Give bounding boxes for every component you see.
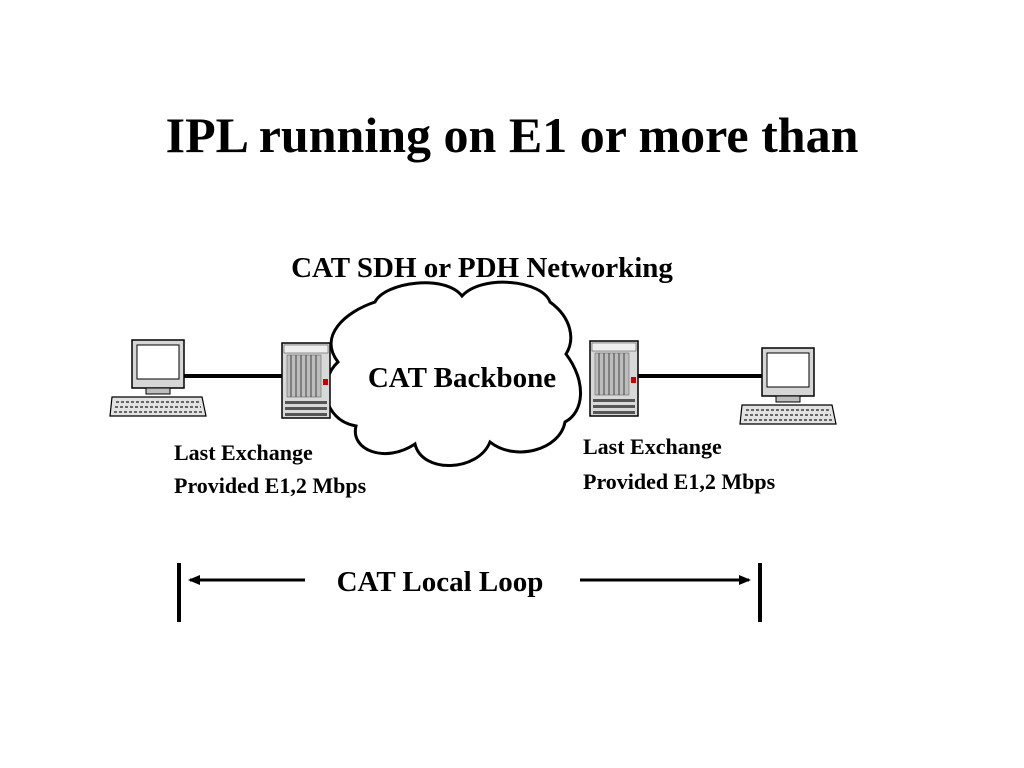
network-label: CAT SDH or PDH Networking — [291, 252, 673, 284]
cloud-label: CAT Backbone — [368, 362, 556, 394]
exchange-server-icon — [589, 340, 639, 417]
exchange-server-icon — [281, 342, 331, 419]
desktop-computer-icon — [109, 339, 207, 417]
right-exchange-label-line1: Last Exchange — [583, 434, 722, 459]
slide-title: IPL running on E1 or more than — [165, 107, 859, 163]
left-exchange-label-line2: Provided E1,2 Mbps — [174, 473, 367, 498]
local-loop-label: CAT Local Loop — [337, 566, 544, 598]
right-exchange-label-line2: Provided E1,2 Mbps — [583, 469, 776, 494]
desktop-computer-icon — [739, 347, 837, 425]
left-exchange-label-line1: Last Exchange — [174, 440, 313, 465]
